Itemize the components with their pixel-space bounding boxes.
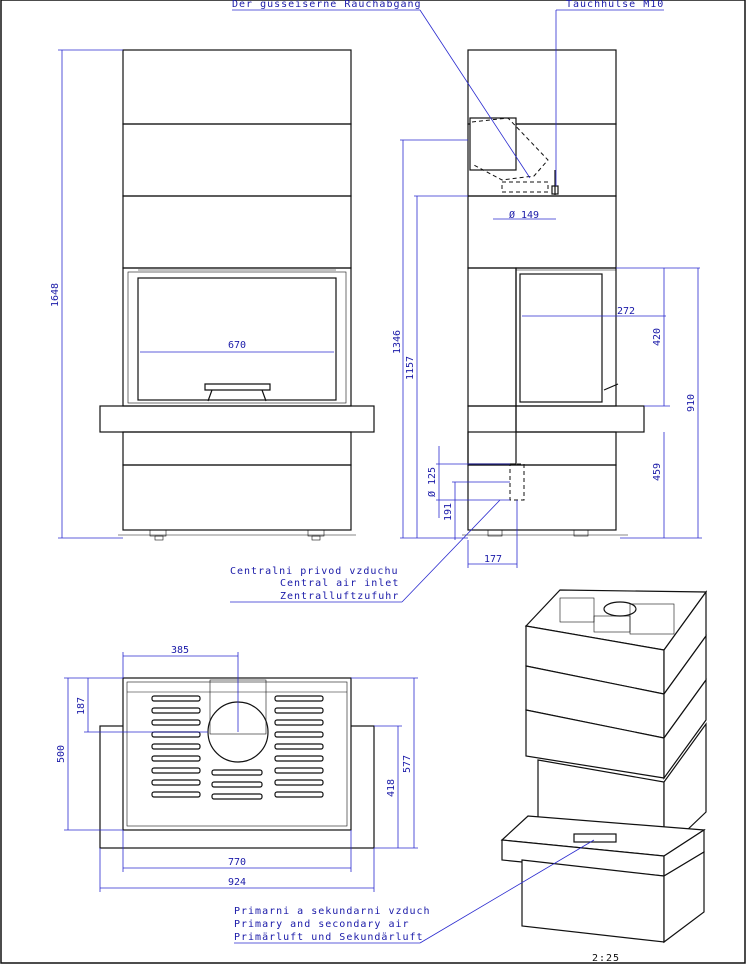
note-central-air-de: Zentralluftzufuhr [280,591,399,602]
dim-height-1346: 1346 [392,330,403,354]
dim-height-910: 910 [686,394,697,412]
dim-top-418: 418 [386,779,397,797]
note-primary-air-cz: Primarni a sekundarni vzduch [234,906,431,917]
note-primary-air-de: Primärluft und Sekundärluft [234,932,424,943]
dim-top-924: 924 [228,877,246,888]
scale-label: 2:25 [592,953,620,964]
top-notes: Der gusseiserne Rauchabgang Tauchhülse M… [232,0,664,186]
vent-slots-left [151,695,201,798]
isometric-view [500,589,708,944]
dim-top-385: 385 [171,645,189,656]
dim-firebox-width: 670 [228,340,246,351]
vent-slots-center [211,769,263,800]
front-view [99,49,375,541]
dim-air-height: 191 [443,503,454,521]
note-cast-iron-flue: Der gusseiserne Rauchabgang [232,0,422,10]
top-view [99,677,375,849]
dim-top-577: 577 [402,755,413,773]
note-central-air-en: Central air inlet [280,578,399,589]
primary-air-note: Primarni a sekundarni vzduch Primary and… [234,839,595,944]
central-air-note: Centralni privod vzduchu Central air inl… [230,499,501,603]
dim-total-height: 1648 [50,283,61,307]
dim-top-770: 770 [228,857,246,868]
dim-top-500: 500 [56,745,67,763]
side-dimensions: Ø 149 1346 1157 272 420 910 459 Ø 125 19… [392,139,702,568]
dim-air-offset: 177 [484,554,502,565]
dim-depth-272: 272 [617,306,635,317]
note-immersion-sleeve: Tauchhülse M10 [566,0,664,10]
note-primary-air-en: Primary and secondary air [234,919,410,930]
dim-top-187: 187 [76,697,87,715]
top-dimensions: 385 187 500 418 577 770 924 [56,645,418,892]
note-central-air-cz: Centralni privod vzduchu [230,566,399,577]
dim-air-diameter: Ø 125 [426,467,438,497]
dim-height-1157: 1157 [405,356,416,380]
side-view [462,49,645,537]
dim-door-height: 420 [652,328,663,346]
front-dimensions: 1648 670 [50,49,334,539]
vent-slots-right [274,695,324,798]
dim-flue-diameter: Ø 149 [509,209,539,221]
dim-base-height: 459 [652,463,663,481]
